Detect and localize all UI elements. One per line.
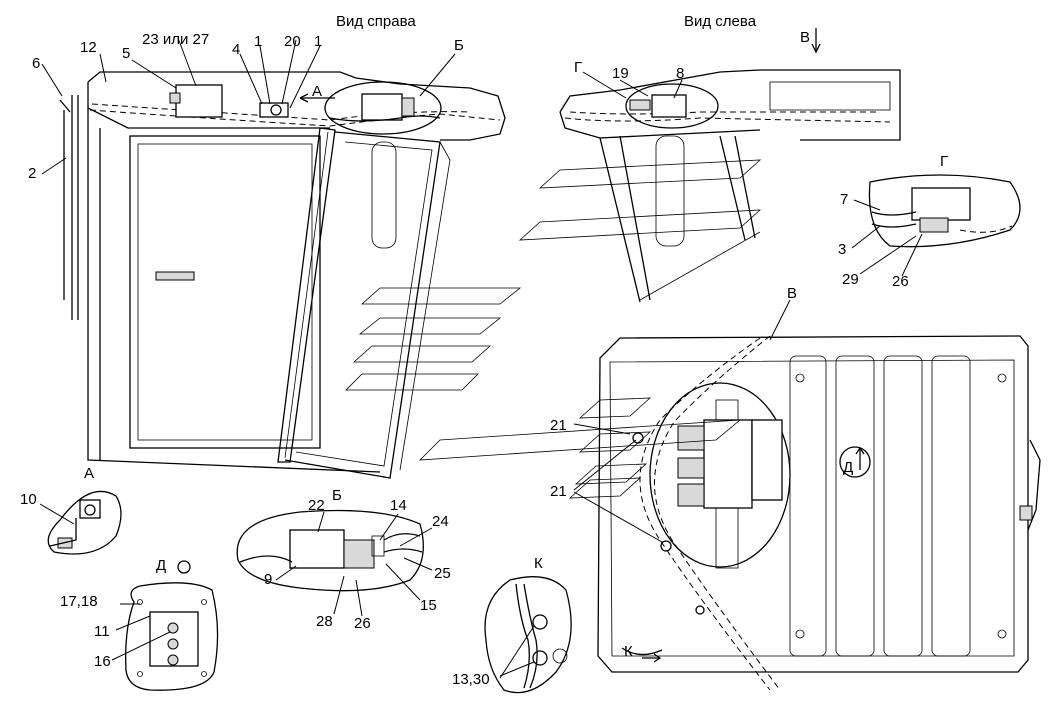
callout-14: 14: [390, 497, 407, 514]
letter-g-pointer: Г: [574, 59, 582, 76]
letter-d-detail: Д: [156, 557, 166, 574]
letter-g-detail: Г: [940, 153, 948, 170]
detail-k: [484, 576, 572, 694]
view-left-title: Вид слева: [684, 13, 757, 30]
callout-17-18: 17,18: [60, 593, 98, 610]
callout-19: 19: [612, 65, 629, 82]
callout-28: 28: [316, 613, 333, 630]
callout-11: 11: [94, 623, 110, 640]
callout-21a: 21: [550, 417, 567, 434]
callout-29: 29: [842, 271, 859, 288]
letter-d-arrow: Д: [843, 459, 853, 476]
callout-16: 16: [94, 653, 111, 670]
letter-v-arrow: В: [800, 29, 810, 46]
view-right-title: Вид справа: [336, 13, 416, 30]
detail-d: [125, 560, 219, 691]
callout-20: 20: [284, 33, 301, 50]
callout-8: 8: [676, 65, 684, 82]
leader-lines: [39, 37, 923, 679]
callout-25: 25: [434, 565, 451, 582]
labels: Вид справа Вид слева Б В Г А Г В А Б Д К…: [20, 13, 948, 688]
callout-4: 4: [232, 41, 240, 58]
callout-9: 9: [264, 571, 272, 588]
letter-a-detail: А: [84, 465, 94, 482]
view-v: [418, 28, 1041, 691]
callout-15: 15: [420, 597, 437, 614]
callout-5: 5: [122, 45, 130, 62]
callout-1b: 1: [314, 33, 322, 50]
detail-b: [236, 509, 424, 592]
callout-1a: 1: [254, 33, 262, 50]
callout-12: 12: [80, 39, 97, 56]
callout-22: 22: [308, 497, 325, 514]
callout-10: 10: [20, 491, 37, 508]
callout-26-b: 26: [354, 615, 371, 632]
callout-2: 2: [28, 165, 36, 182]
letter-a-arrow: А: [312, 83, 322, 100]
letter-k-arrow: К: [624, 643, 633, 660]
letter-b-detail: Б: [332, 487, 342, 504]
right-view: [59, 71, 522, 479]
left-view: [518, 69, 901, 303]
callout-7: 7: [840, 191, 848, 208]
callout-23-or-27: 23 или 27: [142, 31, 209, 48]
callout-13-30: 13,30: [452, 671, 490, 688]
callout-24: 24: [432, 513, 449, 530]
callout-3: 3: [838, 241, 846, 258]
callout-26-g: 26: [892, 273, 909, 290]
letter-k-detail: К: [534, 555, 543, 572]
letter-v-view: В: [787, 285, 797, 302]
letter-b-top: Б: [454, 37, 464, 54]
callout-21b: 21: [550, 483, 567, 500]
detail-a: [47, 490, 122, 555]
detail-g: [868, 174, 1021, 248]
callout-6: 6: [32, 55, 40, 72]
